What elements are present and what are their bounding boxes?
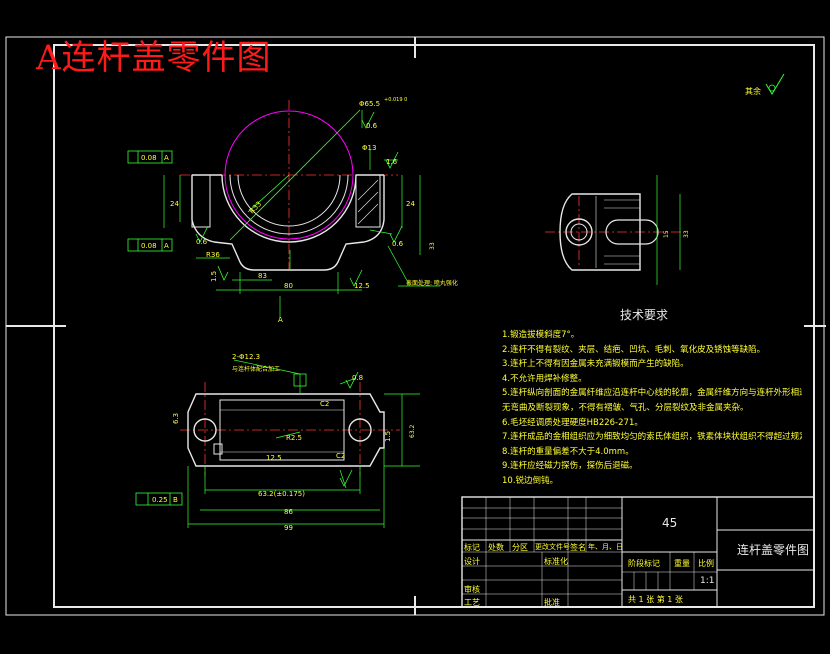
- tech-note: 6.毛坯经调质处理硬度HB226-271。: [502, 417, 643, 428]
- tb-header-file: 更改文件号: [535, 543, 570, 551]
- dim-r2-5: R2.5: [286, 434, 302, 442]
- datum-a2: A: [164, 242, 169, 250]
- tb-weight: 重量: [674, 559, 690, 568]
- tb-review: 审核: [464, 585, 480, 594]
- dim-flat-3: 0.6: [392, 240, 404, 248]
- dim-flat-4: 1.6: [386, 158, 398, 166]
- dim-bore-dia: Φ65.5: [359, 100, 380, 108]
- side-view: 15 33: [545, 175, 690, 285]
- tech-note: 8.连杆的重量偏差不大于4.0mm。: [502, 446, 634, 457]
- datum-b: B: [173, 496, 178, 504]
- tb-header-zone: 分区: [512, 543, 528, 552]
- tech-note: 3.连杆上不得有因金属未充满锻模而产生的缺陷。: [502, 359, 689, 370]
- tech-note: 5.连杆纵向剖面的金属纤维应沿连杆中心线的轮廓，金属纤维方向与连杆外形相适应，: [502, 388, 802, 399]
- tb-header-count: 处数: [488, 543, 504, 552]
- tb-stage: 阶段标记: [628, 559, 660, 568]
- tb-standardize: 标准化: [544, 557, 568, 566]
- dim-r-fillet: R36: [206, 251, 220, 259]
- tb-process: 工艺: [464, 598, 480, 607]
- dim-15: 15: [663, 230, 670, 238]
- dim-80: 80: [284, 282, 293, 290]
- tb-header-date: 年、月、日: [588, 543, 623, 551]
- roughness-symbol: [765, 73, 785, 95]
- cap-outline: [191, 175, 385, 271]
- tb-header-sign: 签名: [570, 543, 586, 552]
- roughness-note: 其余: [745, 87, 761, 96]
- dim-flat-2: 0.6: [196, 238, 208, 246]
- tech-requirements-heading: 技术要求: [620, 308, 669, 322]
- note-bolt: 与连杆体配合加工: [232, 365, 280, 373]
- dim-center: 63.2(±0.175): [258, 490, 305, 498]
- dim-r-inner: R33: [248, 200, 263, 215]
- front-view: Φ65.5 +0.019 0 0.08 0.08 A A 0.6 Φ13 1.6…: [127, 97, 458, 324]
- note-thread: 2-Φ12.3: [232, 353, 260, 361]
- dim-12-5: 12.5: [354, 282, 370, 290]
- part-name: 连杆盖零件图: [737, 543, 810, 557]
- tb-approve: 批准: [544, 598, 560, 607]
- top-view: 2-Φ12.3 与连杆体配合加工 0.8 C2 C2 R2.5 12.5 6.3…: [135, 353, 420, 532]
- tech-note: 7.连杆成品的金相组织应为细致均匀的索氏体组织，铁素体块状组织不得超过规定。: [502, 432, 802, 443]
- dim-33-side: 33: [683, 230, 690, 238]
- title-block: [461, 496, 815, 608]
- dim-1-5b: 1.5: [384, 431, 392, 442]
- tb-header-mark: 标记: [464, 543, 480, 552]
- tol-b-value: 0.25: [152, 496, 168, 504]
- dim-83: 83: [258, 272, 267, 280]
- tb-sheets: 共 1 张 第 1 张: [628, 595, 683, 604]
- dim-0-8: 0.8: [352, 374, 363, 382]
- tech-note: 无弯曲及断裂现象，不得有褶皱、气孔、分层裂纹及非金属夹杂。: [502, 402, 749, 413]
- tech-note: 2.连杆不得有裂纹、夹层、结疤、凹坑、毛刺、氧化皮及锈蚀等缺陷。: [502, 344, 766, 355]
- dim-24b: 24: [406, 200, 415, 208]
- inner-frame: [53, 44, 815, 608]
- tech-requirements-list: 1.锻造拔模斜度7°。 2.连杆不得有裂纹、夹层、结疤、凹坑、毛刺、氧化皮及锈蚀…: [502, 328, 802, 489]
- tech-note: 9.连杆应经磁力探伤，探伤后退磁。: [502, 461, 638, 472]
- dim-12-5b: 12.5: [266, 454, 282, 462]
- section-a-mark: A: [278, 316, 283, 324]
- dim-6-3: 6.3: [172, 413, 180, 424]
- outer-frame: [5, 36, 825, 616]
- tech-note: 4.不允许用焊补修整。: [502, 373, 587, 384]
- dim-24a: 24: [170, 200, 179, 208]
- datum-a1: A: [164, 154, 169, 162]
- centering-marks: [6, 37, 826, 615]
- tech-note: 10.锐边倒钝。: [502, 475, 559, 486]
- dim-c2a: C2: [320, 400, 329, 408]
- dim-33: 33: [429, 242, 436, 250]
- tb-scale-value: 1:1: [700, 576, 715, 586]
- tech-note: 1.锻造拔模斜度7°。: [502, 330, 580, 340]
- tb-design: 设计: [464, 557, 480, 566]
- dim-bore-tol: +0.019 0: [384, 97, 407, 103]
- dim-c2b: C2: [336, 452, 345, 460]
- dim-86: 86: [284, 508, 293, 516]
- drawing-title: A连杆盖零件图: [36, 38, 272, 78]
- dim-99: 99: [284, 524, 293, 532]
- tol-parallel-1: 0.08: [141, 154, 157, 162]
- tb-scale-label: 比例: [698, 559, 714, 568]
- tol-parallel-2: 0.08: [141, 242, 157, 250]
- dim-1-5: 1.5: [210, 271, 218, 282]
- dim-hole: Φ13: [362, 144, 376, 152]
- note-face: 表面处理: 喷丸强化: [406, 279, 458, 287]
- dim-flat-1: 0.6: [366, 122, 378, 130]
- dim-63-2: 63.2: [409, 424, 416, 438]
- material-value: 45: [662, 516, 678, 530]
